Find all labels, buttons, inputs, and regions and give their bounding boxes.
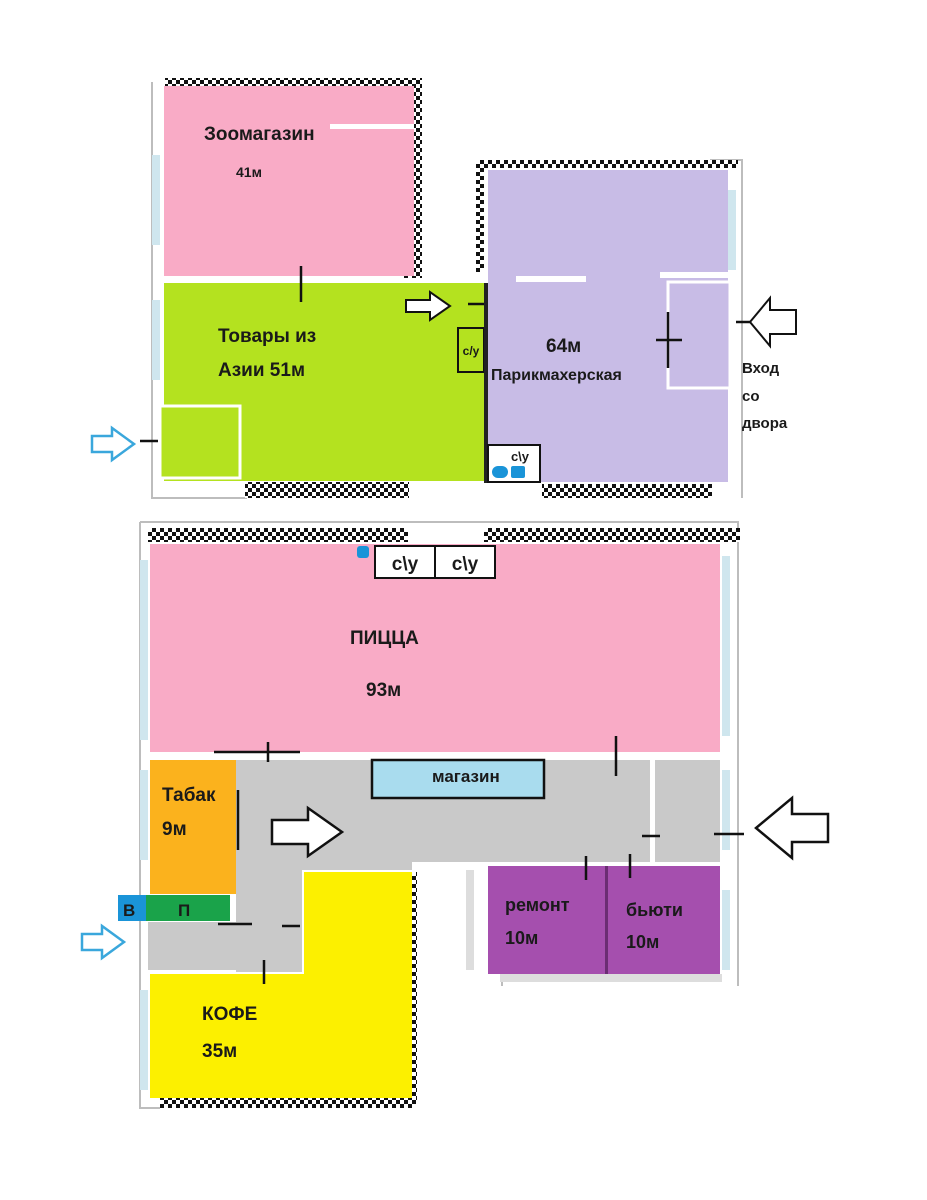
vestibule xyxy=(148,922,236,970)
hall-corridor xyxy=(236,760,720,972)
sink-icon xyxy=(357,546,369,558)
toilet-icon xyxy=(492,466,508,478)
pizza-wall-bottom xyxy=(150,752,720,757)
wall-segment xyxy=(466,870,474,970)
salon-name: Парикмахерская xyxy=(491,367,622,384)
arrow-left-icon xyxy=(754,795,830,861)
coffee-room xyxy=(150,974,412,1098)
asia-goods-name: Товары из xyxy=(218,326,316,347)
arrow-left-icon xyxy=(748,295,797,349)
beauty-area: 10м xyxy=(626,932,659,952)
wall-segment xyxy=(500,974,722,982)
wc-label-2: с\у xyxy=(452,554,479,575)
vp-p-label: П xyxy=(178,901,190,920)
bottom-windows xyxy=(140,556,730,1090)
hall-partition xyxy=(650,760,655,862)
coffee-room-upper xyxy=(304,872,412,976)
vp-green-cell xyxy=(146,895,230,921)
repair-room xyxy=(488,866,606,974)
courtyard-entry-line3: двора xyxy=(742,415,788,432)
sink-icon xyxy=(511,466,525,478)
wc-box-2 xyxy=(434,545,496,579)
tabak-area: 9м xyxy=(162,819,187,840)
asia-wall-top xyxy=(164,278,488,283)
repair-beauty-divider xyxy=(605,866,608,974)
arrow-right-icon xyxy=(80,923,127,961)
tabak-name: Табак xyxy=(162,785,216,806)
beauty-room xyxy=(608,866,720,974)
beauty-name: бьюти xyxy=(626,900,683,920)
coffee-name: КОФЕ xyxy=(202,1004,257,1025)
coffee-area: 35м xyxy=(202,1041,237,1062)
zoo-shop-room xyxy=(164,86,414,276)
vp-b-label: В xyxy=(123,901,135,920)
arrow-right-icon xyxy=(90,425,137,463)
courtyard-entry-line2: со xyxy=(742,388,760,405)
wc-salon-label: с\у xyxy=(511,449,530,464)
zoo-shop-area: 41м xyxy=(236,164,262,180)
asia-goods-area: Азии 51м xyxy=(218,360,305,381)
pizza-area: 93м xyxy=(366,680,401,701)
shop-room xyxy=(370,758,546,800)
salon-partition xyxy=(660,272,728,278)
asia-goods-alcove xyxy=(158,404,242,480)
salon-side-room xyxy=(666,280,732,390)
vp-blue-cell xyxy=(118,895,146,921)
door-marks xyxy=(214,736,744,984)
pizza-name: ПИЦЦА xyxy=(350,628,419,649)
salon-partition xyxy=(516,276,586,282)
salon-left-wall xyxy=(484,283,488,483)
wc-box-1 xyxy=(374,545,436,579)
wc-label-1: с\у xyxy=(392,554,419,575)
tabak-room xyxy=(150,760,236,894)
wc-small-label: с/у xyxy=(463,344,480,358)
bottom-checkered-walls xyxy=(148,528,740,1108)
zoo-shop-name: Зоомагазин xyxy=(204,124,315,145)
repair-name: ремонт xyxy=(505,895,570,915)
salon-area: 64м xyxy=(546,336,581,357)
wc-small-box xyxy=(457,327,485,373)
shop-label: магазин xyxy=(432,767,500,786)
courtyard-entry-line1: Вход xyxy=(742,360,780,377)
repair-area: 10м xyxy=(505,928,538,948)
arrow-right-icon xyxy=(405,290,452,322)
zoo-shop-partition xyxy=(330,124,414,129)
arrow-right-icon xyxy=(270,805,345,859)
